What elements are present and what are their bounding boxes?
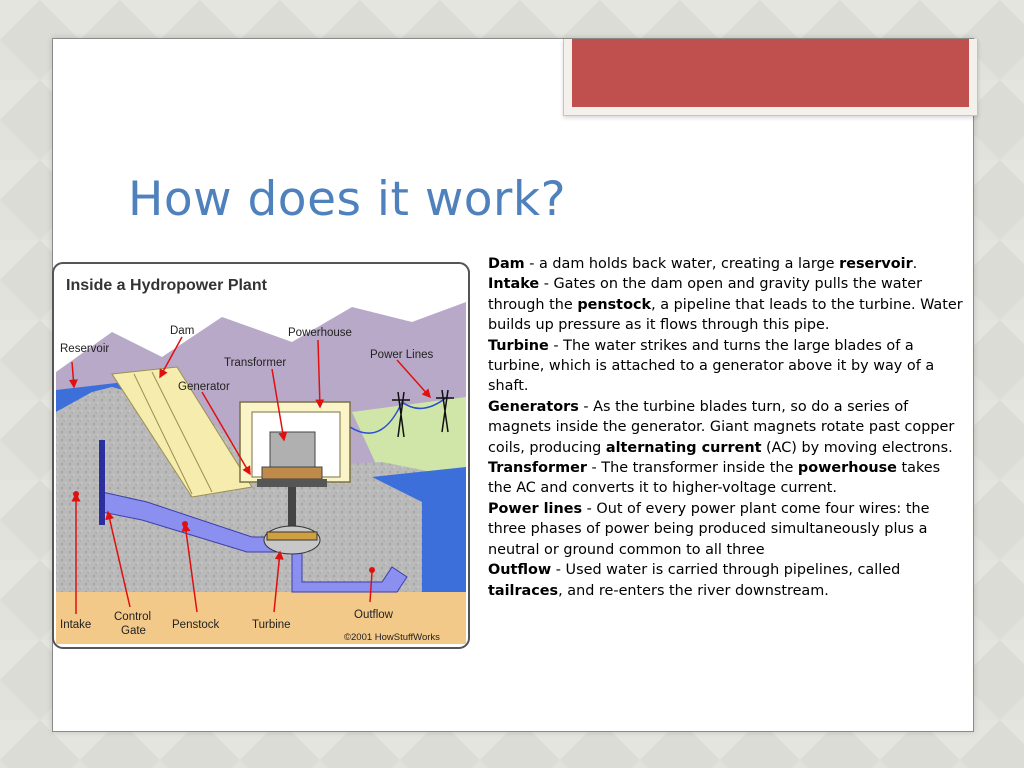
text-run: (AC) by moving electrons. [761, 439, 953, 456]
text-run: - The water strikes and turns the large … [488, 337, 935, 395]
shaft [288, 487, 296, 532]
label-penstock: Penstock [172, 619, 220, 631]
text-run: - Gates on the dam open and gravity pull… [488, 276, 923, 313]
label-generator: Generator [178, 381, 230, 393]
paragraph-dam: Dam - a dam holds back water, creating a… [488, 254, 964, 336]
bold-term: penstock [577, 296, 652, 313]
diagram-title: Inside a Hydropower Plant [66, 277, 268, 294]
transformer-unit [269, 431, 316, 468]
accent-tab-fill [572, 39, 969, 107]
slide-title: How does it work? [128, 172, 567, 227]
text-run: , and re-enters the river downstream. [558, 582, 829, 599]
sand-layer [56, 592, 466, 644]
bold-term: Transformer [488, 460, 587, 477]
label-intake: Intake [60, 619, 91, 631]
transmission-tower-2 [436, 389, 454, 433]
text-run: , a pipeline that leads to the turbine. … [488, 296, 963, 334]
bold-term: alternating current [605, 439, 762, 456]
label-turbine: Turbine [252, 619, 291, 631]
label-reservoir: Reservoir [60, 343, 109, 355]
paragraph-outflow: Outflow - Used water is carried through … [488, 560, 964, 601]
bold-term: Power lines [488, 500, 583, 517]
text-run: - Used water is carried through pipeline… [551, 562, 901, 579]
explanation-text: Dam - a dam holds back water, creating a… [488, 254, 964, 601]
intake-gate [99, 440, 105, 525]
bold-term: Generators [488, 398, 579, 415]
river-water [372, 467, 466, 592]
paragraph-turbine: Turbine - The water strikes and turns th… [488, 336, 964, 397]
text-run: . [912, 256, 918, 272]
label-power-lines: Power Lines [370, 349, 434, 361]
text-run: - As the turbine blades turn, so do a se… [488, 398, 955, 456]
accent-tab [563, 39, 978, 116]
paragraph-generators: Generators - As the turbine blades turn,… [488, 397, 964, 458]
grass [352, 397, 466, 477]
diagram-copyright: ©2001 HowStuffWorks [344, 632, 440, 643]
bold-term: Outflow [488, 562, 552, 579]
paragraph-power-lines: Power lines - Out of every power plant c… [488, 499, 964, 560]
label-control-gate-line1: Control [114, 611, 151, 623]
bold-term: reservoir [839, 256, 913, 272]
bold-term: tailraces [488, 582, 559, 599]
bold-term: powerhouse [797, 460, 897, 477]
bold-term: Turbine [488, 337, 549, 354]
bold-term: Dam [488, 256, 525, 272]
paragraph-transformer: Transformer - The transformer inside the… [488, 458, 964, 499]
text-run: - The transformer inside the [586, 460, 798, 477]
bold-term: Intake [488, 276, 540, 293]
label-dam: Dam [170, 325, 194, 337]
label-outflow: Outflow [354, 609, 394, 621]
hydropower-diagram: Inside a Hydropower Plant Reservoir Dam … [52, 262, 470, 649]
label-powerhouse: Powerhouse [288, 327, 352, 339]
label-control-gate-line2: Gate [121, 625, 146, 637]
label-transformer: Transformer [224, 357, 286, 369]
generator-unit [261, 466, 323, 480]
text-run: takes the AC and converts it to higher-v… [488, 460, 941, 497]
text-run: - a dam holds back water, creating a lar… [524, 256, 840, 272]
text-run: - Out of every power plant come four wir… [488, 500, 930, 558]
transmission-tower-1 [392, 391, 410, 438]
